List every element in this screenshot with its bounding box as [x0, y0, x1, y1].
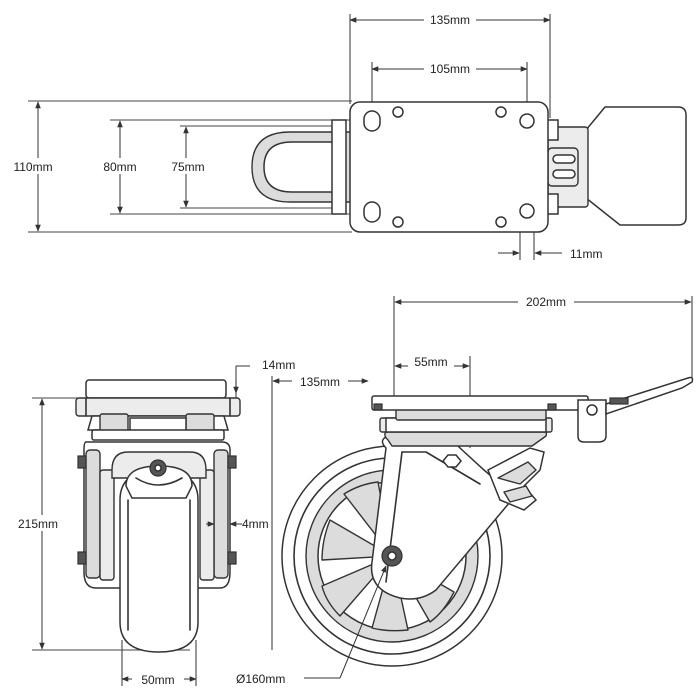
bolt-hole	[495, 216, 507, 228]
dim-side-plate-length: 135mm	[300, 375, 340, 389]
bolt-hole	[495, 106, 507, 118]
slot-top	[552, 154, 576, 164]
dim-inner-75: 75mm	[171, 160, 204, 174]
bolt-hole	[519, 203, 535, 219]
dim-front-side-gap: 4mm	[242, 517, 269, 531]
slot-bottom	[552, 169, 576, 179]
side-brake-pedal	[577, 399, 607, 443]
mounting-plate-top	[349, 101, 549, 233]
dim-front-wheel-width: 50mm	[141, 673, 174, 687]
dim-hole-spacing: 105mm	[430, 62, 470, 76]
dim-top-height: 110mm	[13, 160, 52, 174]
dim-front-top-offset: 14mm	[262, 358, 295, 372]
bolt-hole	[392, 106, 404, 118]
side-grease-nipple	[442, 454, 462, 468]
brake-pedal-top	[585, 106, 687, 226]
front-view: 14mm 215mm 4mm 50mm	[8, 358, 295, 687]
slot-hole-tl	[363, 110, 381, 132]
bolt-hole	[519, 113, 535, 129]
bolt-hole	[392, 216, 404, 228]
top-view: 135mm 105mm 110mm 80mm 75mm 11mm	[4, 12, 687, 261]
dim-inner-80: 80mm	[103, 160, 136, 174]
dim-hole-size: 11mm	[570, 247, 602, 261]
dim-side-offset: 55mm	[414, 355, 447, 369]
dim-side-overall-length: 202mm	[526, 295, 566, 309]
dim-top-width: 135mm	[430, 13, 470, 27]
side-view: 202mm 55mm 135mm Ø160mm	[236, 294, 694, 686]
front-top-cap	[85, 379, 227, 399]
slot-hole-bl	[363, 201, 381, 223]
dim-wheel-diameter: Ø160mm	[236, 672, 285, 686]
dim-front-total-height: 215mm	[18, 517, 58, 531]
front-mounting-plate	[75, 397, 241, 417]
